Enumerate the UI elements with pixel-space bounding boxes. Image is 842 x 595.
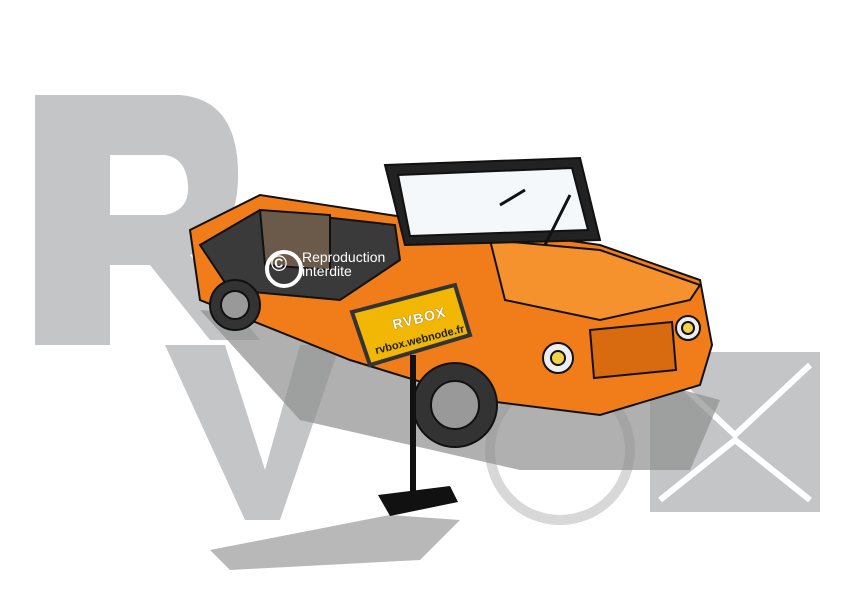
sign-stand [349, 282, 473, 516]
copyright-icon [265, 250, 303, 288]
sign-shadow [210, 515, 460, 570]
copyright-text: Reproduction interdite [302, 249, 386, 279]
copyright-notice: © Reproduction interdite [262, 250, 412, 278]
copyright-symbol: © [270, 251, 288, 276]
